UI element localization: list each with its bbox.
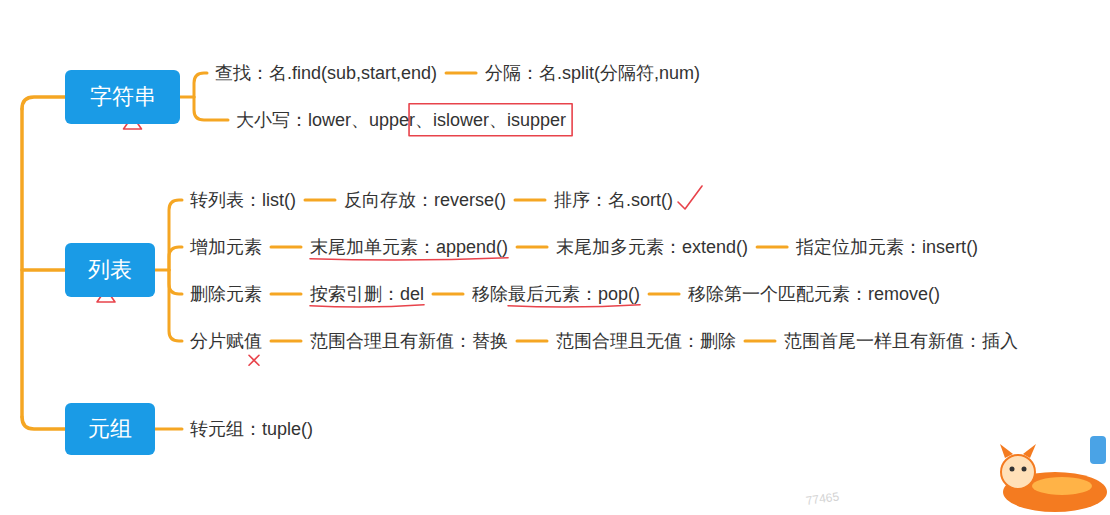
mascot-ear	[1023, 444, 1036, 458]
branch-dash	[305, 199, 335, 202]
branch-text: 转列表：list()	[190, 189, 296, 212]
trunk-line	[22, 97, 65, 109]
mascot-belly	[1032, 477, 1092, 495]
branch-dash	[446, 72, 476, 75]
check-mark	[678, 186, 702, 209]
topic-title: 字符串	[90, 84, 156, 110]
branch-dash	[271, 293, 301, 296]
mascot-eye	[1010, 467, 1015, 472]
branch-dash	[745, 340, 775, 343]
branch-text: 分隔：名.split(分隔符,num)	[485, 62, 700, 85]
trunk-line	[22, 268, 65, 272]
branch-line	[169, 270, 182, 341]
branch-text: 大小写：lower、upper、islower、isupper	[236, 109, 566, 132]
underline-mark	[310, 258, 508, 260]
branch-text: 指定位加元素：insert()	[796, 236, 978, 259]
branch-text: 删除元素	[190, 283, 262, 306]
mascot-eye	[1022, 467, 1027, 472]
branch-dash	[757, 246, 787, 249]
branch-line	[155, 428, 182, 431]
cross-mark	[249, 355, 259, 365]
branch-text: 末尾加单元素：append()	[310, 236, 508, 259]
branch-dash	[517, 340, 547, 343]
branch-line	[180, 96, 194, 99]
branch-dash	[515, 199, 545, 202]
topic-box: 元组	[65, 403, 155, 455]
branch-dash	[649, 293, 679, 296]
branch-dash	[271, 246, 301, 249]
trunk-line	[20, 109, 24, 417]
branch-text: 反向存放：reverse()	[344, 189, 506, 212]
branch-text: 增加元素	[190, 236, 262, 259]
topic-box: 字符串	[65, 70, 180, 124]
topic-box: 列表	[65, 243, 155, 297]
topic-title: 列表	[88, 257, 132, 283]
branch-line	[169, 270, 182, 294]
mindmap-lines	[22, 73, 787, 429]
branch-text: 移除第一个匹配元素：remove()	[688, 283, 940, 306]
mascot-head	[1001, 455, 1035, 489]
branch-text: 按索引删：del	[310, 283, 424, 306]
branch-text: 移除最后元素：pop()	[472, 283, 640, 306]
trunk-line	[22, 417, 65, 429]
branch-line	[155, 269, 169, 272]
branch-text: 转元组：tuple()	[190, 418, 313, 441]
branch-dash	[433, 293, 463, 296]
branch-text: 范围首尾一样且有新值：插入	[784, 330, 1018, 353]
watermark: 77465	[805, 489, 840, 508]
branch-line	[169, 247, 182, 270]
branch-dash	[271, 340, 301, 343]
mascot-flag	[1090, 436, 1106, 464]
branch-text: 分片赋值	[190, 330, 262, 353]
underline-mark	[310, 305, 424, 307]
branch-text: 范围合理且有新值：替换	[310, 330, 508, 353]
branch-line	[194, 97, 228, 120]
branch-line	[169, 200, 182, 270]
branch-text: 查找：名.find(sub,start,end)	[215, 62, 437, 85]
branch-text: 排序：名.sort()	[554, 189, 673, 212]
mascot-ear	[1000, 444, 1013, 458]
branch-text: 末尾加多元素：extend()	[556, 236, 748, 259]
branch-text: 范围合理且无值：删除	[556, 330, 736, 353]
branch-dash	[517, 246, 547, 249]
branch-line	[194, 73, 207, 97]
topic-title: 元组	[88, 416, 132, 442]
hand-annotations	[97, 104, 702, 366]
underline-mark	[508, 305, 640, 307]
